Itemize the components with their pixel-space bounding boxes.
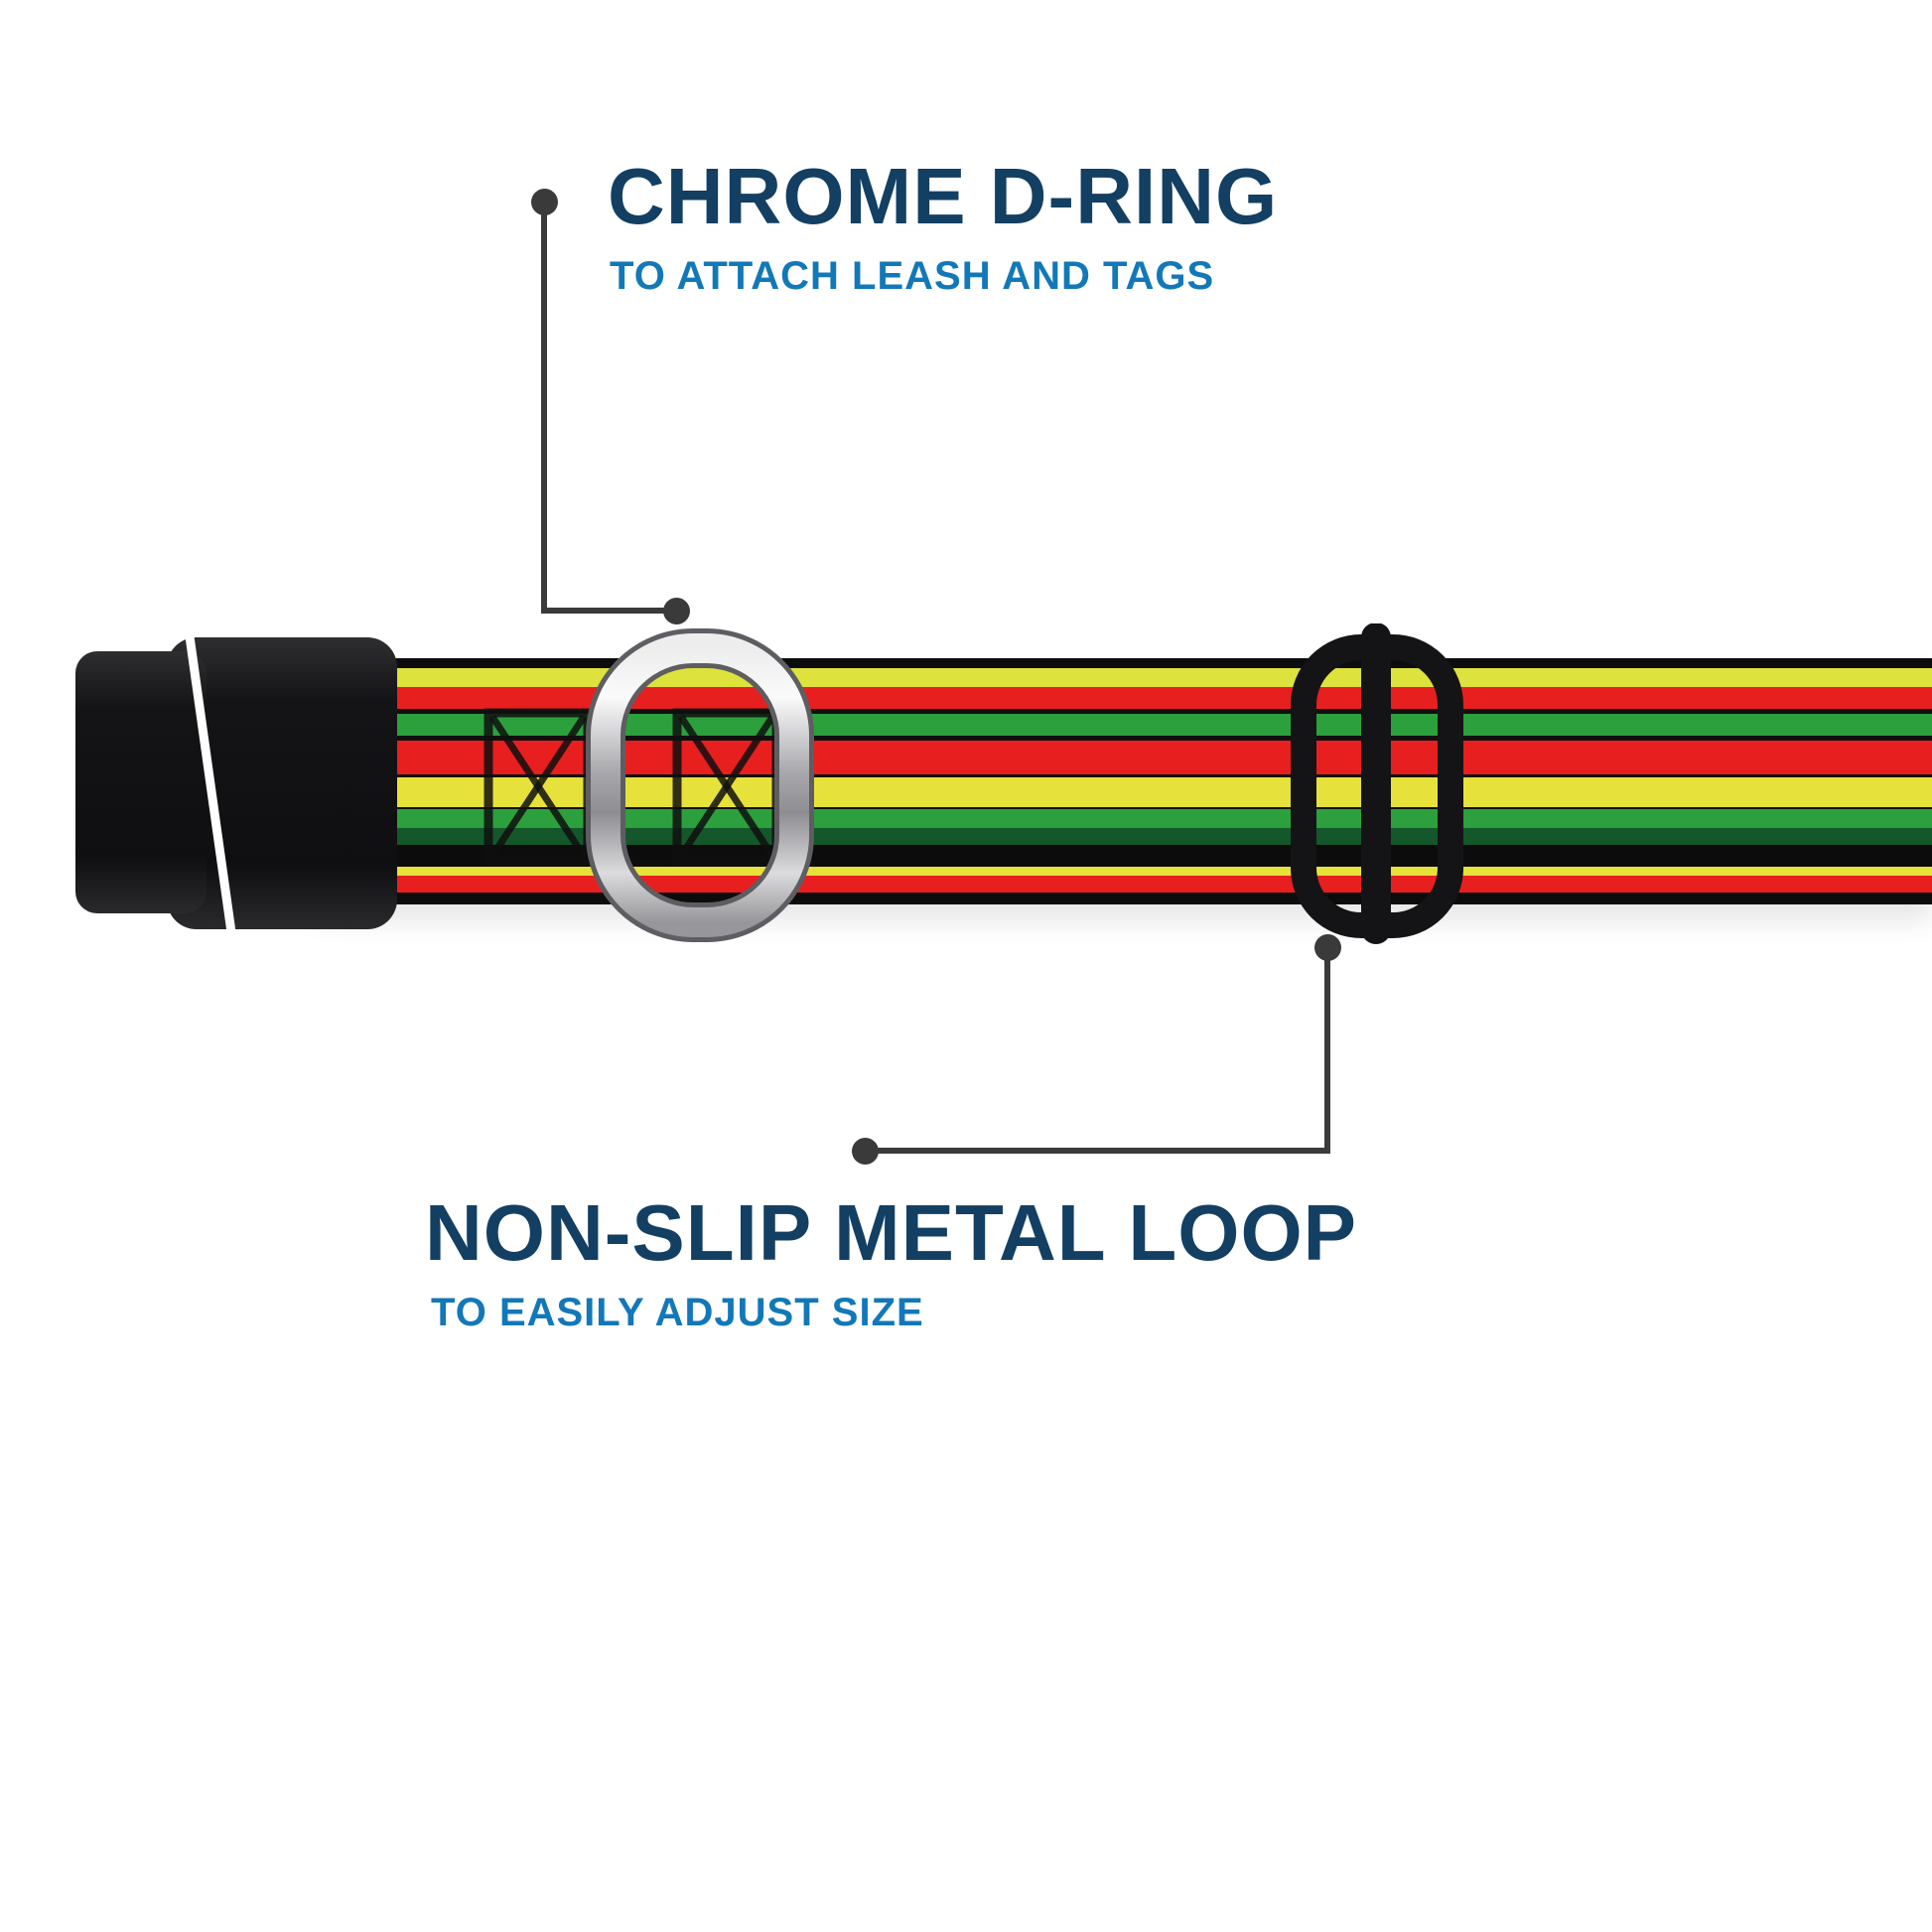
- collar-stripe: [318, 867, 1932, 876]
- slider-loop: [1291, 623, 1463, 944]
- d-ring: [586, 628, 814, 942]
- collar-stripe: [318, 687, 1932, 710]
- callout-line-vertical: [1324, 947, 1330, 1154]
- collar-stripe: [318, 773, 1932, 778]
- callout-line-horizontal: [544, 608, 679, 614]
- callout-dot: [663, 598, 690, 624]
- collar-stripe: [318, 806, 1932, 809]
- collar-stripe: [318, 875, 1932, 893]
- metal-loop-title: NON-SLIP METAL LOOP: [425, 1188, 1358, 1277]
- buckle: [75, 628, 397, 940]
- metal-loop-subtitle: TO EASILY ADJUST SIZE: [431, 1291, 924, 1334]
- collar-stripe: [318, 892, 1932, 904]
- d-ring-title: CHROME D-RING: [608, 152, 1279, 240]
- collar-stripe: [318, 828, 1932, 846]
- collar-stripe: [318, 709, 1932, 714]
- collar-stripe: [318, 735, 1932, 741]
- collar-stripe: [318, 667, 1932, 688]
- collar-stripe: [318, 713, 1932, 736]
- collar-stripe: [318, 808, 1932, 829]
- callout-line-vertical: [541, 202, 547, 614]
- d-ring-subtitle: TO ATTACH LEASH AND TAGS: [610, 254, 1215, 298]
- collar-stripe: [318, 658, 1932, 668]
- callout-line-horizontal: [866, 1148, 1330, 1154]
- callout-dot: [852, 1138, 879, 1165]
